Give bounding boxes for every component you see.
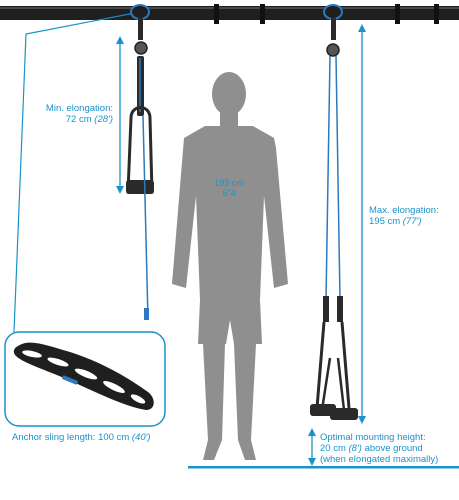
human-silhouette-icon (172, 72, 288, 460)
max-elongation-metric: 195 cm (369, 216, 401, 227)
figure-height-metric: 193 cm (214, 178, 244, 188)
mounting-height-arrow (308, 428, 316, 466)
max-elongation-imperial: (77') (402, 216, 422, 227)
figure-height-label: 193 cm 6"4 (200, 178, 258, 198)
mounting-value: 20 cm (8') above ground (320, 443, 456, 454)
anchor-sling-prefix: Anchor sling length: 100 cm (12, 432, 130, 443)
max-elongation-arrow (358, 24, 366, 424)
pulley-icon (326, 43, 340, 57)
min-elongation-metric: 72 cm (65, 114, 92, 125)
mounting-suffix: above ground (364, 443, 423, 454)
right-suspension-strap (310, 4, 358, 420)
pulley-icon (134, 41, 148, 55)
max-elongation-label: Max. elongation: 195 cm (77') (369, 205, 455, 227)
mounting-title: Optimal mounting height: (320, 432, 426, 443)
anchor-sling-label: Anchor sling length: 100 cm (40') (12, 432, 192, 443)
ground-line (188, 466, 459, 469)
figure-height-imperial: 6"4 (222, 188, 236, 198)
min-elongation-arrow (116, 36, 124, 194)
anchor-sling-icon (13, 342, 154, 410)
ceiling-bar (0, 4, 459, 24)
max-elongation-title: Max. elongation: (369, 205, 439, 216)
min-elongation-imperial: (28') (94, 114, 113, 125)
anchor-leader-line (13, 11, 141, 333)
mounting-imperial: (8') (348, 443, 362, 454)
mounting-note: (when elongated maximally) (320, 454, 439, 465)
anchor-sling-box (4, 331, 166, 427)
mounting-metric: 20 cm (320, 443, 346, 454)
min-elongation-value: 72 cm (28') (20, 114, 113, 125)
min-elongation-label: Min. elongation: 72 cm (28') (20, 103, 113, 125)
mounting-height-label: Optimal mounting height: 20 cm (8') abov… (320, 432, 456, 465)
anchor-sling-imperial: (40') (131, 432, 151, 443)
max-elongation-value: 195 cm (77') (369, 216, 455, 227)
min-elongation-title: Min. elongation: (45, 103, 113, 114)
left-suspension-strap (126, 4, 154, 321)
